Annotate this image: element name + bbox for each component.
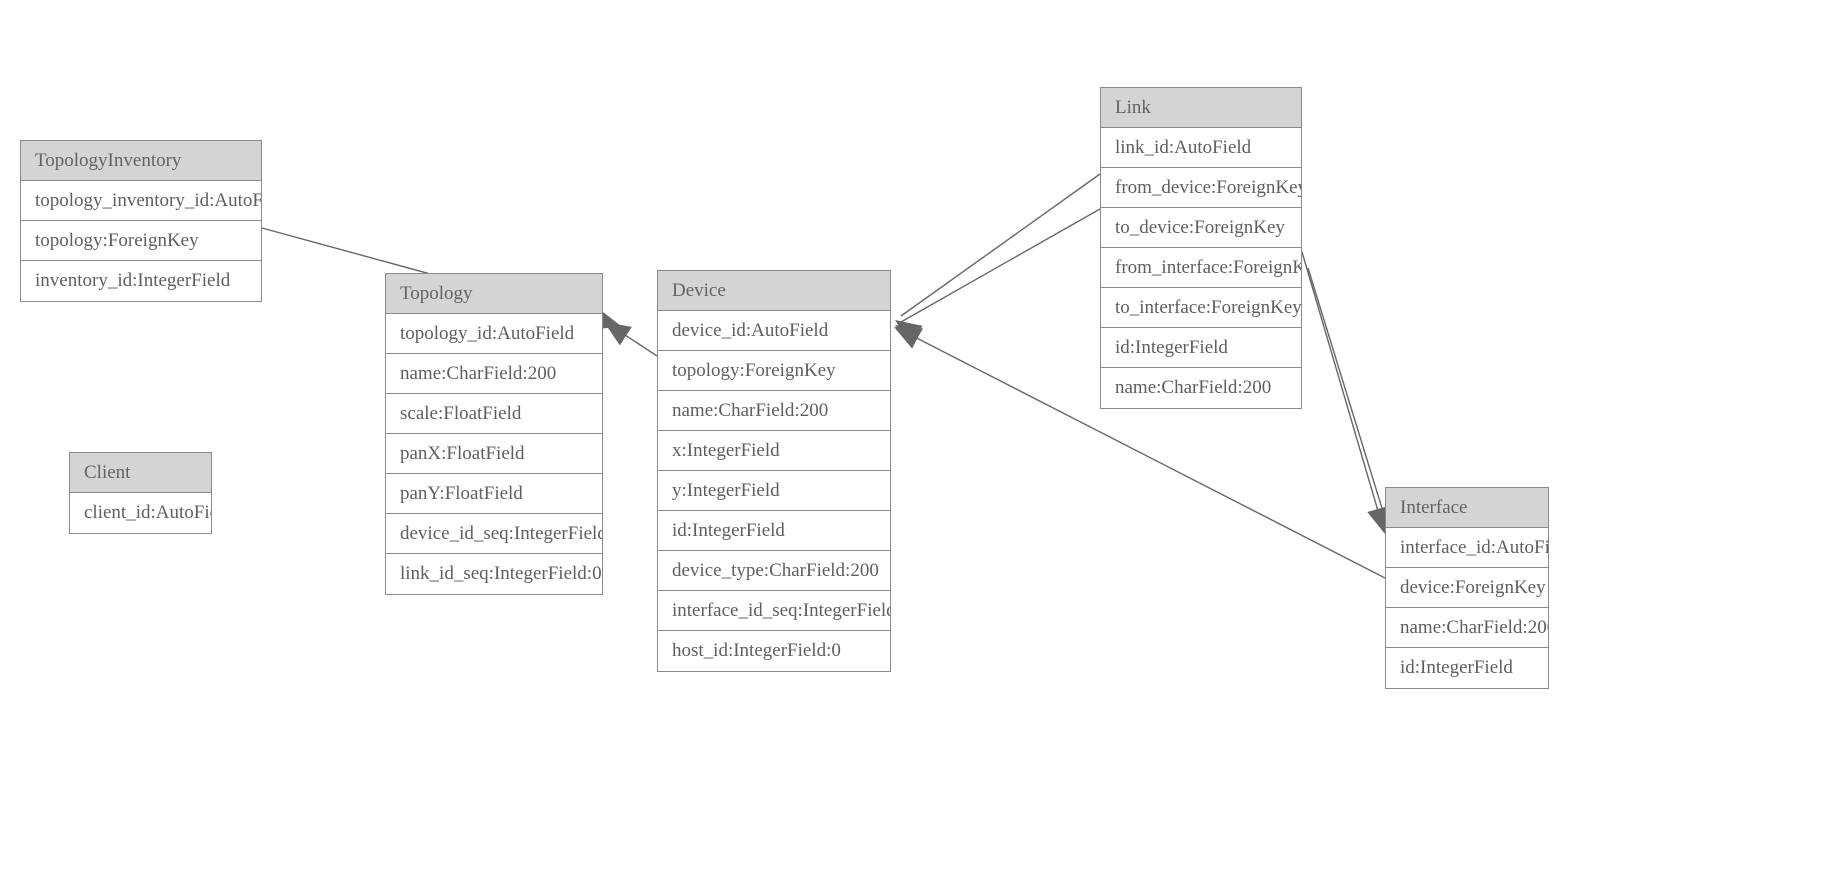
relation-line (1307, 267, 1390, 532)
entity-title-device: Device (658, 271, 890, 311)
entity-title-client: Client (70, 453, 211, 493)
entity-field-row: device_id_seq:IntegerField:0 (386, 514, 602, 554)
entity-field-row: topology_id:AutoField (386, 314, 602, 354)
entity-title-interface: Interface (1386, 488, 1548, 528)
entity-field-row: id:IntegerField (1101, 328, 1301, 368)
entity-field-row: y:IntegerField (658, 471, 890, 511)
entity-field-row: device_type:CharField:200 (658, 551, 890, 591)
entity-field-row: topology_inventory_id:AutoField (21, 181, 261, 221)
entity-field-row: link_id:AutoField (1101, 128, 1301, 168)
entity-field-row: id:IntegerField (658, 511, 890, 551)
entity-field-row: device:ForeignKey (1386, 568, 1548, 608)
entity-field-row: name:CharField:200 (386, 354, 602, 394)
relation-link-from-interface (1301, 251, 1389, 534)
entity-field-row: client_id:AutoField (70, 493, 211, 533)
entity-field-row: panY:FloatField (386, 474, 602, 514)
entity-field-row: name:CharField:200 (658, 391, 890, 431)
entity-interface[interactable]: Interfaceinterface_id:AutoFielddevice:Fo… (1385, 487, 1549, 689)
relation-device-topology (604, 322, 658, 357)
relation-link-from-device (895, 173, 1101, 344)
entity-field-row: x:IntegerField (658, 431, 890, 471)
relation-link-to-device (895, 208, 1101, 348)
entity-field-row: device_id:AutoField (658, 311, 890, 351)
entity-field-row: inventory_id:IntegerField (21, 261, 261, 301)
entity-field-row: link_id_seq:IntegerField:0 (386, 554, 602, 594)
entity-field-row: scale:FloatField (386, 394, 602, 434)
entity-field-row: panX:FloatField (386, 434, 602, 474)
entity-field-row: id:IntegerField (1386, 648, 1548, 688)
entity-field-row: interface_id_seq:IntegerField:0 (658, 591, 890, 631)
entity-field-row: name:CharField:200 (1386, 608, 1548, 648)
relation-line (612, 326, 658, 357)
entity-title-topologyinventory: TopologyInventory (21, 141, 261, 181)
relation-line (1301, 251, 1384, 529)
entity-field-row: topology:ForeignKey (21, 221, 261, 261)
entity-field-row: name:CharField:200 (1101, 368, 1301, 408)
relation-line (900, 173, 1101, 317)
entity-field-row: to_interface:ForeignKey (1101, 288, 1301, 328)
entity-field-row: topology:ForeignKey (658, 351, 890, 391)
entity-title-topology: Topology (386, 274, 602, 314)
relation-arrowhead (604, 322, 632, 346)
entity-field-row: from_interface:ForeignKey (1101, 248, 1301, 288)
entity-field-row: from_device:ForeignKey (1101, 168, 1301, 208)
entity-field-row: host_id:IntegerField:0 (658, 631, 890, 671)
entity-field-row: to_device:ForeignKey (1101, 208, 1301, 248)
relation-line (900, 208, 1101, 323)
entity-field-row: interface_id:AutoField (1386, 528, 1548, 568)
entity-title-link: Link (1101, 88, 1301, 128)
relation-arrowhead (895, 325, 924, 348)
relation-arrowhead (894, 327, 923, 349)
relation-arrowhead (895, 320, 923, 344)
